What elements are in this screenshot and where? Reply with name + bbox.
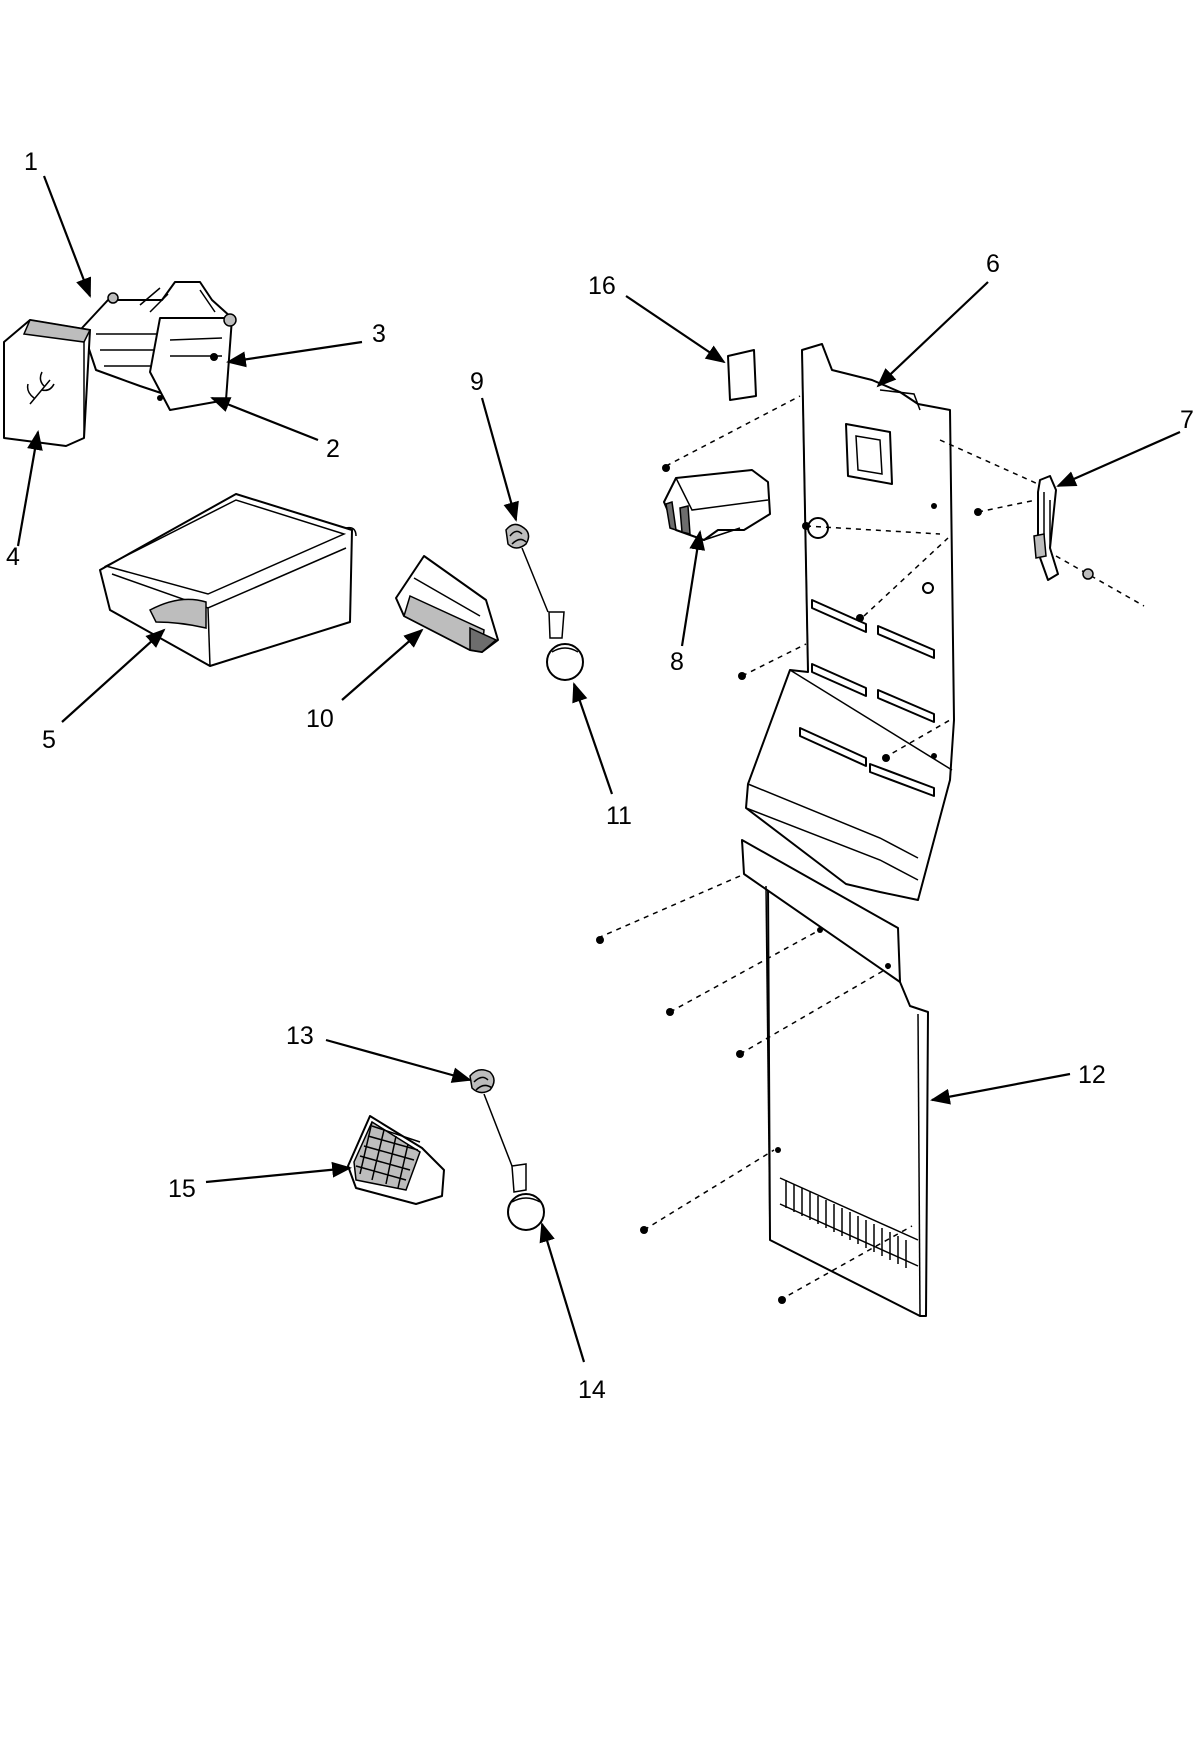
callout-9: 9 [470,368,484,396]
callout-11: 11 [606,802,632,830]
callout-8: 8 [670,648,684,676]
air-duct [663,469,771,541]
callout-5: 5 [42,726,56,754]
callout-13: 13 [286,1022,314,1050]
arrow-3 [226,340,363,368]
arrow-9 [480,397,519,522]
bracket [1033,475,1059,581]
socket-and-bulb-lower [469,1069,545,1231]
callout-14: 14 [578,1376,606,1404]
callout-10: 10 [306,705,334,733]
arrow-1 [42,175,92,298]
callout-16: 16 [588,272,616,300]
leader-arrows [16,175,1181,1363]
arrow-15 [205,1161,352,1184]
arrow-16 [625,295,726,364]
vent-grille [779,1177,919,1268]
callout-6: 6 [986,250,1000,278]
arrow-8 [680,530,706,647]
callout-3: 3 [372,320,386,348]
fastener-lines [596,395,1145,1304]
socket-and-bulb-upper [505,523,584,681]
lower-panel [741,839,929,1317]
light-cover-upper [395,555,499,653]
upper-panel [745,343,955,901]
ice-bin [99,493,357,667]
arrow-14 [539,1222,586,1363]
arrow-4 [16,430,43,547]
callout-1: 1 [24,148,38,176]
ice-maker-assembly [3,281,237,447]
arrow-7 [1056,430,1181,488]
callout-4: 4 [6,543,20,571]
label-part [727,349,757,401]
callout-labels: 1 2 3 4 5 6 7 8 9 10 11 12 13 14 15 16 [6,148,1194,1404]
arrow-10 [341,628,424,701]
arrow-11 [572,682,614,795]
callout-12: 12 [1078,1061,1106,1089]
arrow-2 [210,396,319,442]
arrow-5 [61,628,166,723]
arrow-12 [930,1072,1071,1105]
light-cover-lower [347,1115,445,1205]
callout-7: 7 [1180,406,1194,434]
callout-2: 2 [326,435,340,463]
arrow-6 [876,281,989,388]
arrow-13 [325,1038,472,1083]
callout-15: 15 [168,1175,196,1203]
